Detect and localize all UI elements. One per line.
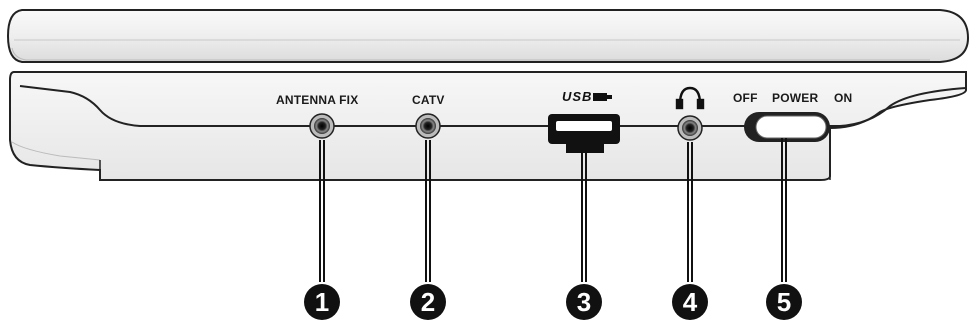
antenna-jack [309,113,335,139]
headphone-jack [677,115,703,141]
callout-number-1: 1 [304,284,340,320]
callout-number-3: 3 [566,284,602,320]
power-on-label: ON [834,91,853,105]
power-off-label: OFF [733,91,758,105]
usb-port [548,114,620,153]
catv-jack [415,113,441,139]
catv-label: CATV [412,93,445,107]
callout-number-2: 2 [410,284,446,320]
usb-icon-plug [593,93,612,101]
power-switch [744,112,830,142]
power-title-label: POWER [772,91,819,105]
antenna-fix-label: ANTENNA FIX [276,93,359,107]
callout-number-4: 4 [672,284,708,320]
callout-number-5: 5 [766,284,802,320]
usb-icon: USB [562,89,593,104]
lid [6,9,970,63]
headphone-icon [675,86,705,110]
